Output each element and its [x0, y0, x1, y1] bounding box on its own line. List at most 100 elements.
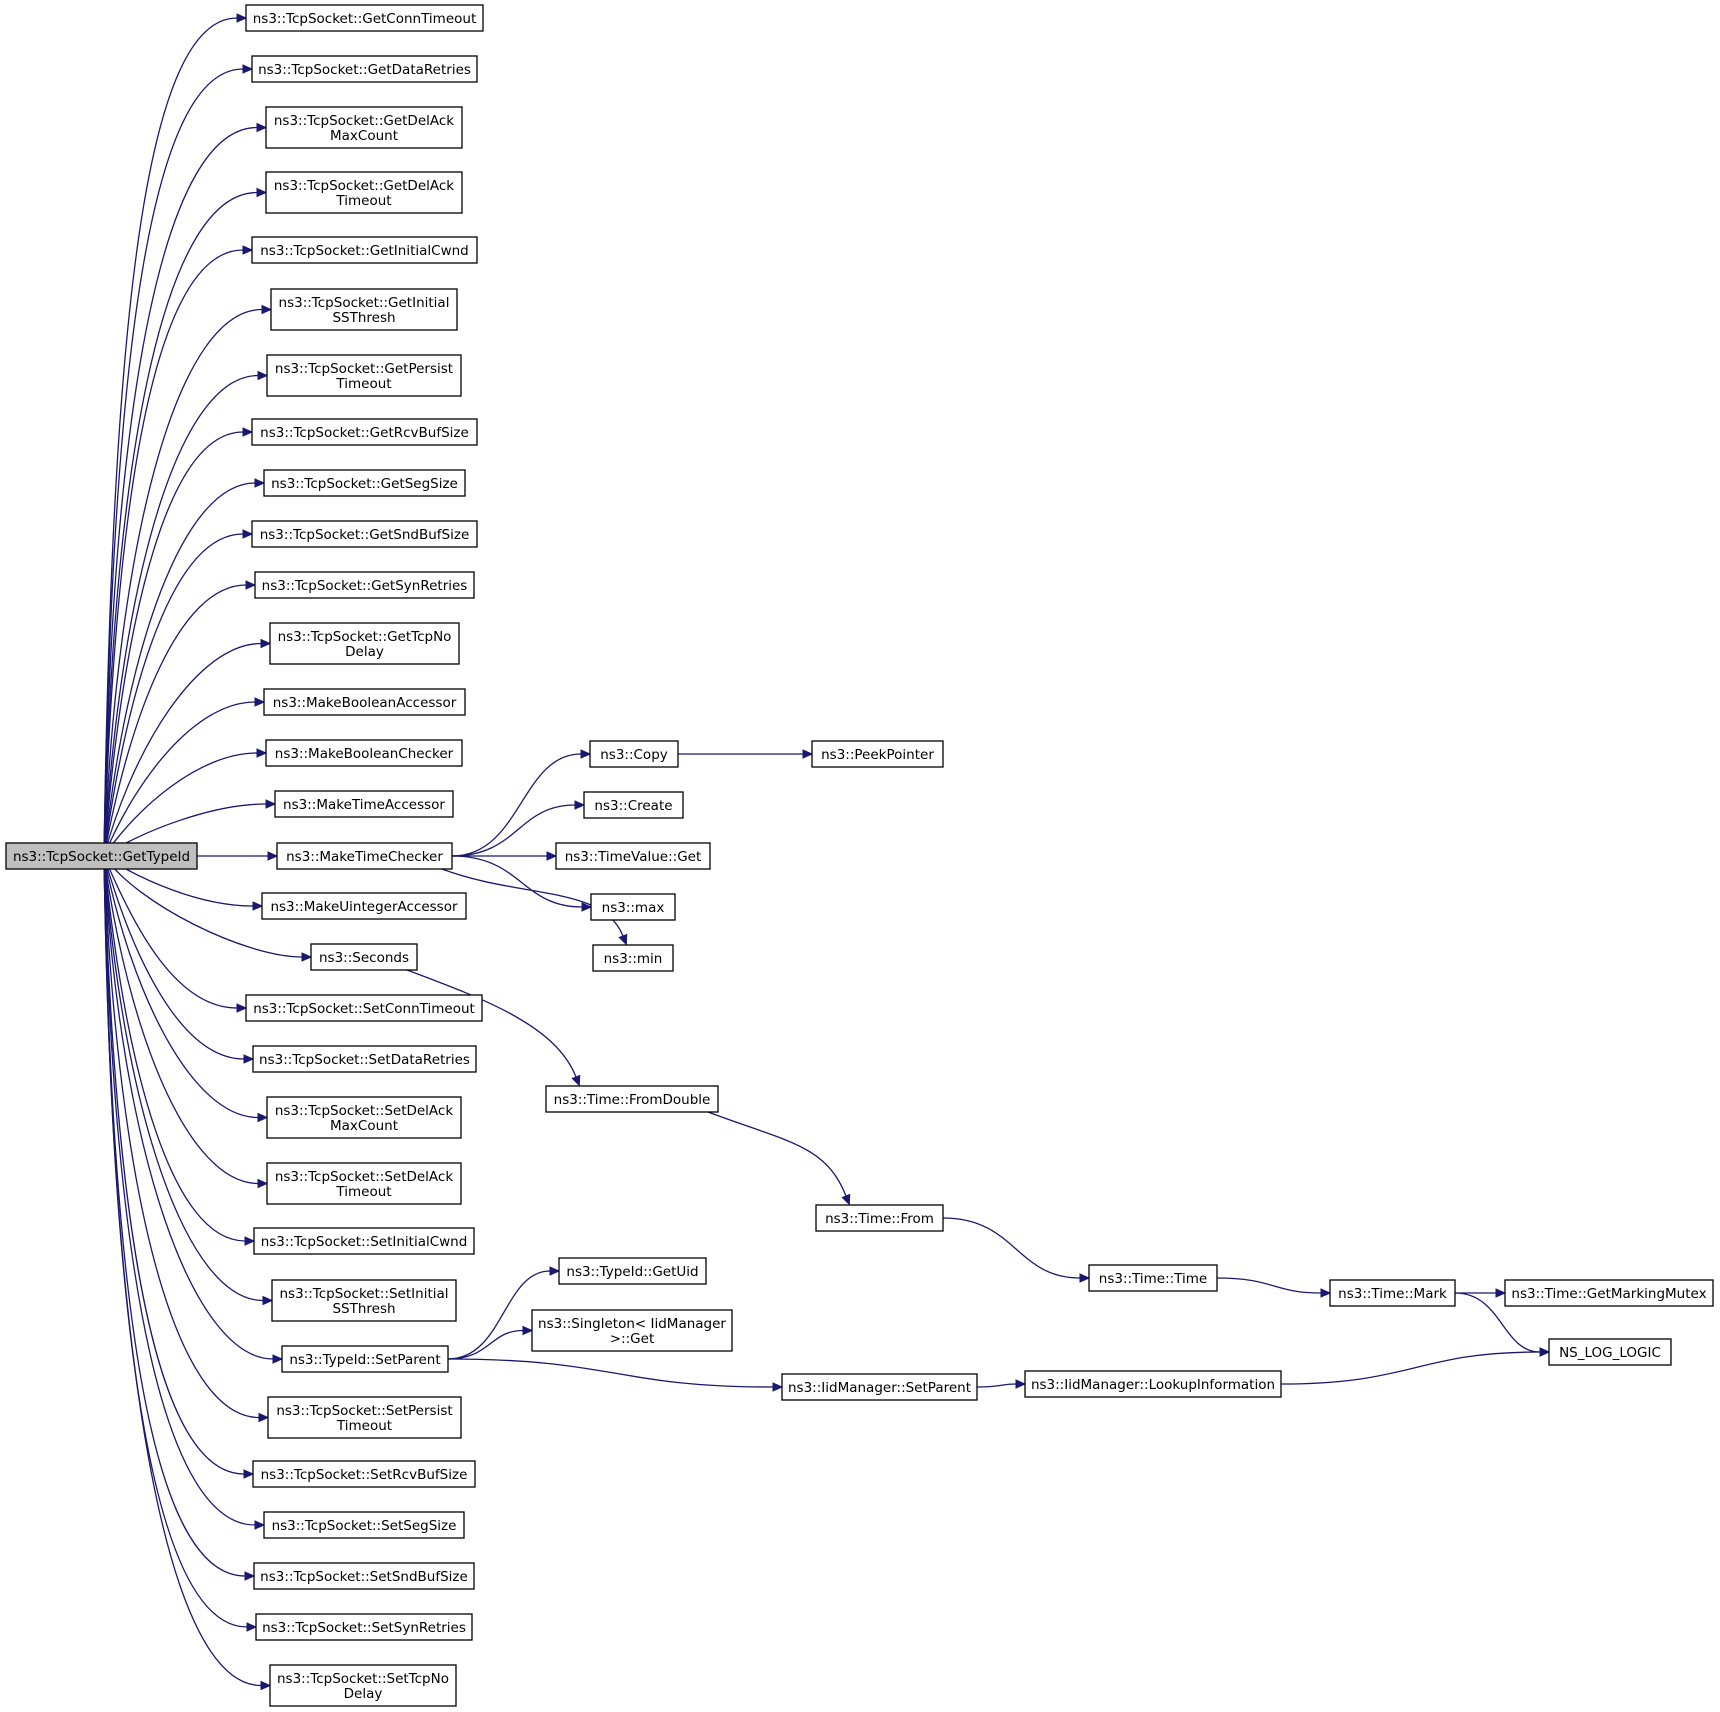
node-box[interactable]	[274, 790, 454, 818]
node-box[interactable]	[583, 791, 684, 819]
node-box[interactable]	[1329, 1279, 1456, 1307]
node-n5[interactable]: ns3::TcpSocket::GetInitialCwnd	[251, 236, 478, 264]
node-box[interactable]	[251, 418, 478, 446]
node-c5[interactable]: ns3::max	[590, 893, 676, 921]
node-n30[interactable]: ns3::TcpSocket::SetSynRetries	[255, 1613, 473, 1641]
node-box[interactable]	[245, 994, 483, 1022]
node-box[interactable]	[590, 893, 676, 921]
node-box[interactable]	[265, 171, 463, 214]
node-box[interactable]	[252, 1045, 477, 1073]
node-label: ns3::max	[602, 900, 665, 916]
node-box[interactable]	[269, 622, 460, 665]
node-n1[interactable]: ns3::TcpSocket::GetConnTimeout	[245, 4, 484, 32]
node-box[interactable]	[1504, 1279, 1714, 1307]
node-n17[interactable]: ns3::MakeUintegerAccessor	[261, 892, 467, 920]
node-n13[interactable]: ns3::MakeBooleanAccessor	[263, 688, 466, 716]
node-t3[interactable]: ns3::Time::Time	[1088, 1264, 1218, 1292]
node-box[interactable]	[1548, 1338, 1672, 1366]
node-box[interactable]	[589, 740, 679, 768]
node-c1[interactable]: ns3::Copy	[589, 740, 679, 768]
node-box[interactable]	[592, 944, 674, 972]
node-box[interactable]	[266, 354, 462, 397]
node-box[interactable]	[255, 1613, 473, 1641]
node-n11[interactable]: ns3::TcpSocket::GetSynRetries	[254, 571, 475, 599]
node-n9[interactable]: ns3::TcpSocket::GetSegSize	[263, 469, 466, 497]
node-p3[interactable]: ns3::IidManager::SetParent	[781, 1373, 978, 1401]
node-box[interactable]	[253, 1227, 475, 1255]
root-node[interactable]: ns3::TcpSocket::GetTypeId	[5, 842, 198, 870]
node-box[interactable]	[270, 288, 458, 331]
node-box[interactable]	[5, 842, 198, 870]
node-box[interactable]	[253, 1562, 475, 1590]
node-n14[interactable]: ns3::MakeBooleanChecker	[265, 739, 463, 767]
node-n25[interactable]: ns3::TypeId::SetParent	[281, 1345, 449, 1373]
node-n20[interactable]: ns3::TcpSocket::SetDataRetries	[252, 1045, 477, 1073]
node-box[interactable]	[1024, 1370, 1282, 1398]
node-n27[interactable]: ns3::TcpSocket::SetRcvBufSize	[252, 1460, 476, 1488]
node-box[interactable]	[251, 55, 478, 83]
node-box[interactable]	[276, 842, 453, 870]
node-t1[interactable]: ns3::Time::FromDouble	[545, 1085, 719, 1113]
node-n19[interactable]: ns3::TcpSocket::SetConnTimeout	[245, 994, 483, 1022]
node-t4[interactable]: ns3::Time::Mark	[1329, 1279, 1456, 1307]
node-n8[interactable]: ns3::TcpSocket::GetRcvBufSize	[251, 418, 478, 446]
node-box[interactable]	[263, 469, 466, 497]
node-box[interactable]	[271, 1279, 457, 1322]
node-box[interactable]	[266, 1162, 462, 1205]
node-n23[interactable]: ns3::TcpSocket::SetInitialCwnd	[253, 1227, 475, 1255]
node-box[interactable]	[252, 1460, 476, 1488]
node-n18[interactable]: ns3::Seconds	[310, 943, 418, 971]
node-n10[interactable]: ns3::TcpSocket::GetSndBufSize	[251, 520, 478, 548]
node-c4[interactable]: ns3::TimeValue::Get	[555, 842, 711, 870]
node-box[interactable]	[266, 1096, 462, 1139]
node-box[interactable]	[555, 842, 711, 870]
node-box[interactable]	[815, 1204, 944, 1232]
node-box[interactable]	[251, 520, 478, 548]
node-box[interactable]	[267, 1396, 462, 1439]
node-box[interactable]	[281, 1345, 449, 1373]
node-box[interactable]	[254, 571, 475, 599]
node-box[interactable]	[545, 1085, 719, 1113]
node-box[interactable]	[261, 892, 467, 920]
node-p1[interactable]: ns3::TypeId::GetUid	[558, 1257, 707, 1285]
node-c6[interactable]: ns3::min	[592, 944, 674, 972]
node-n16[interactable]: ns3::MakeTimeChecker	[276, 842, 453, 870]
node-box[interactable]	[1088, 1264, 1218, 1292]
node-p2[interactable]: ns3::Singleton< IidManager>::Get	[531, 1309, 733, 1352]
node-box[interactable]	[263, 688, 466, 716]
node-box[interactable]	[251, 236, 478, 264]
node-n28[interactable]: ns3::TcpSocket::SetSegSize	[263, 1511, 465, 1539]
node-t5[interactable]: ns3::Time::GetMarkingMutex	[1504, 1279, 1714, 1307]
node-label: ns3::TcpSocket::SetInitialCwnd	[261, 1234, 468, 1250]
node-p4[interactable]: ns3::IidManager::LookupInformation	[1024, 1370, 1282, 1398]
node-c2[interactable]: ns3::PeekPointer	[811, 740, 944, 768]
node-label: SSThresh	[332, 310, 395, 326]
node-box[interactable]	[269, 1664, 457, 1707]
node-n2[interactable]: ns3::TcpSocket::GetDataRetries	[251, 55, 478, 83]
node-c3[interactable]: ns3::Create	[583, 791, 684, 819]
node-box[interactable]	[558, 1257, 707, 1285]
node-box[interactable]	[245, 4, 484, 32]
node-box[interactable]	[310, 943, 418, 971]
node-n15[interactable]: ns3::MakeTimeAccessor	[274, 790, 454, 818]
node-n29[interactable]: ns3::TcpSocket::SetSndBufSize	[253, 1562, 475, 1590]
node-box[interactable]	[531, 1309, 733, 1352]
node-box[interactable]	[265, 739, 463, 767]
node-box[interactable]	[263, 1511, 465, 1539]
node-box[interactable]	[811, 740, 944, 768]
node-t2[interactable]: ns3::Time::From	[815, 1204, 944, 1232]
edge-root-to-n5	[103, 249, 244, 857]
node-t6[interactable]: NS_LOG_LOGIC	[1548, 1338, 1672, 1366]
node-box[interactable]	[265, 106, 463, 149]
node-box[interactable]	[781, 1373, 978, 1401]
